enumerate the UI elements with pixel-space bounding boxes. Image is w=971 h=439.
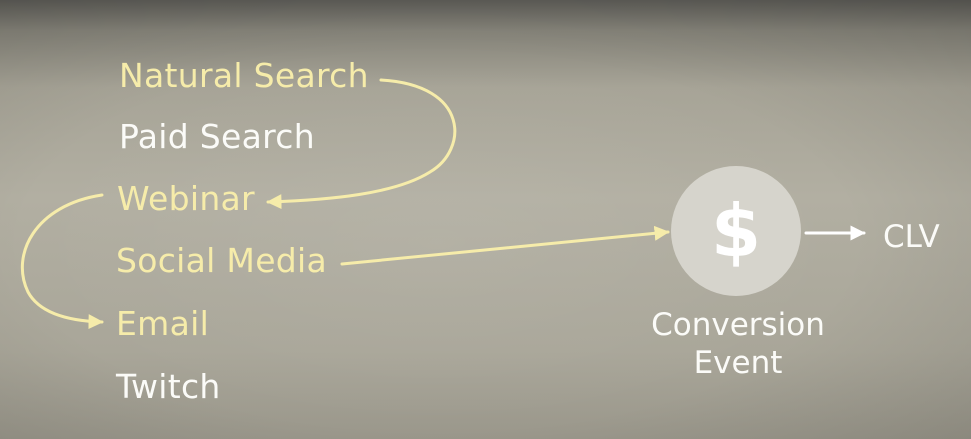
- channel-webinar: Webinar: [117, 179, 255, 218]
- conversion-event-circle: $: [671, 166, 801, 296]
- conversion-event-label: Conversion Event: [636, 306, 840, 382]
- channel-twitch: Twitch: [116, 367, 221, 406]
- conversion-label-line2: Event: [693, 345, 783, 381]
- arrow-webinar-to-email: [20, 193, 104, 330]
- channel-social-media: Social Media: [116, 241, 328, 280]
- channel-natural-search: Natural Search: [119, 56, 369, 95]
- arrow-natural-to-webinar: [266, 78, 457, 210]
- channel-paid-search: Paid Search: [119, 117, 315, 156]
- arrow-social-to-conversion: [340, 225, 670, 266]
- dollar-icon: $: [710, 189, 762, 273]
- conversion-label-line1: Conversion: [651, 307, 825, 343]
- channel-email: Email: [116, 304, 210, 343]
- clv-label: CLV: [883, 219, 940, 255]
